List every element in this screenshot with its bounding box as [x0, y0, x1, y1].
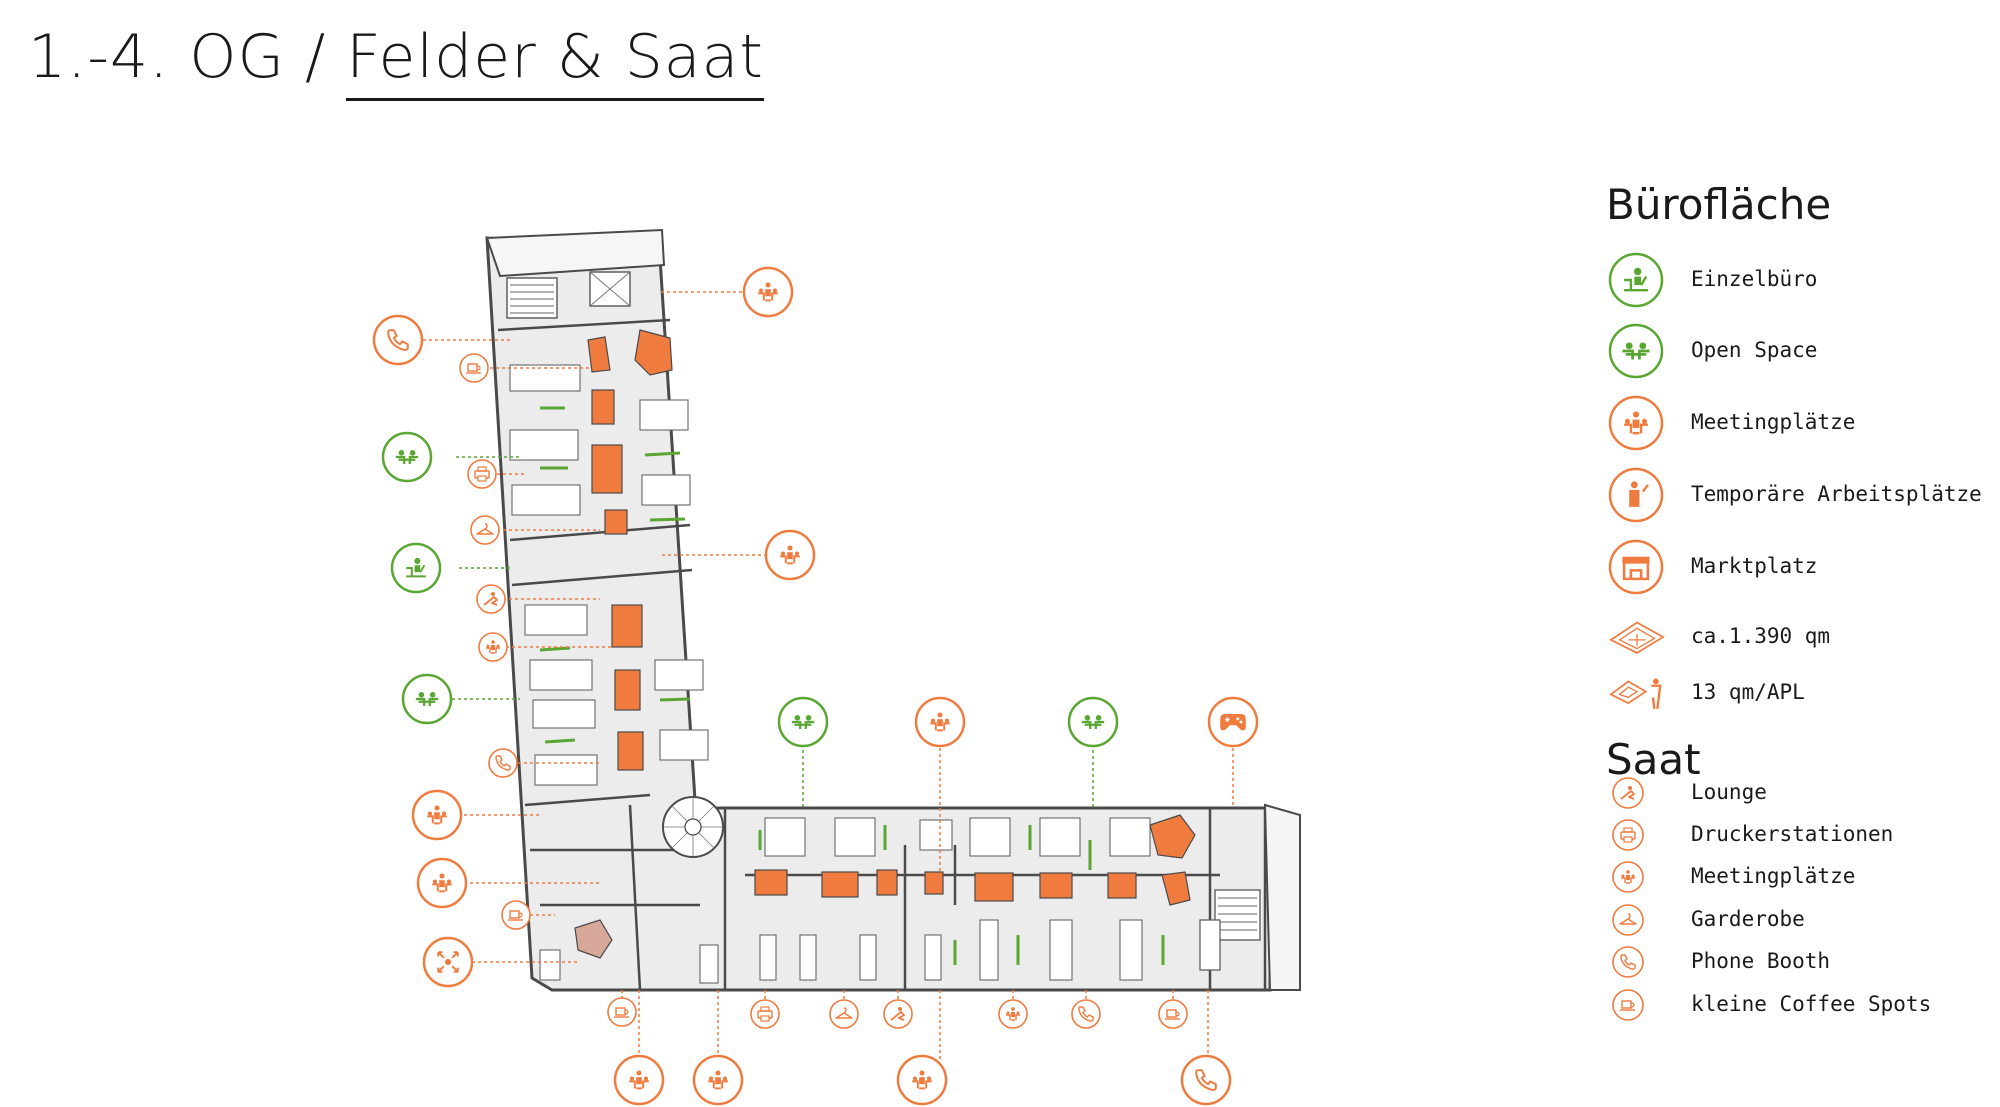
meeting-icon — [998, 999, 1028, 1029]
legend-saat-heading: Saat — [1606, 735, 1701, 784]
coat-hanger-icon — [829, 999, 859, 1029]
single-office-icon — [390, 542, 442, 594]
phone-icon — [1612, 946, 1644, 978]
legend-label: 13 qm/APL — [1691, 680, 1805, 704]
game-controller-icon — [1207, 696, 1259, 748]
callout-lines — [423, 291, 1234, 1060]
title-main: 1.-4. OG / — [28, 22, 347, 92]
legend-label: Einzelbüro — [1691, 267, 1818, 291]
meeting-icon — [742, 266, 794, 318]
marketplace-icon — [1608, 539, 1664, 595]
legend-label: Temporäre Arbeitsplätze — [1691, 482, 1982, 506]
lounge-icon — [1612, 777, 1644, 809]
legend-label: Meetingplätze — [1691, 864, 1856, 888]
phone-icon — [488, 748, 518, 778]
phone-icon — [1071, 999, 1101, 1029]
open-space-icon — [381, 431, 433, 483]
legend-label: Meetingplätze — [1691, 410, 1856, 434]
legend-label: Lounge — [1691, 780, 1767, 804]
meeting-icon — [1612, 861, 1644, 893]
open-space-icon — [1608, 323, 1664, 379]
phone-booth-icon — [1180, 1054, 1232, 1106]
title-sub: Felder & Saat — [346, 22, 764, 101]
legend-label: Open Space — [1691, 338, 1818, 362]
legend-label: ca.1.390 qm — [1691, 624, 1831, 648]
coffee-icon — [1612, 989, 1644, 1021]
printer-icon — [467, 459, 497, 489]
page-title: 1.-4. OG / Felder & Saat — [28, 22, 764, 101]
meeting-icon — [416, 857, 468, 909]
desk-person-icon — [1608, 252, 1664, 308]
open-space-icon — [1067, 696, 1119, 748]
meeting-icon — [914, 696, 966, 748]
legend-label: Phone Booth — [1691, 949, 1831, 973]
plan-markers — [372, 266, 1259, 1106]
lounge-icon — [883, 999, 913, 1029]
legend-label: Druckerstationen — [1691, 822, 1894, 846]
meeting-icon — [692, 1054, 744, 1106]
legend-label: Marktplatz — [1691, 554, 1818, 578]
meeting-icon — [764, 529, 816, 581]
meeting-icon — [478, 632, 508, 662]
coat-hanger-icon — [470, 515, 500, 545]
meeting-icon — [613, 1054, 665, 1106]
coffee-icon — [459, 353, 489, 383]
printer-icon — [1612, 819, 1644, 851]
legend-label: Garderobe — [1691, 907, 1805, 931]
floor-area-icon — [1610, 621, 1664, 654]
meeting-icon — [896, 1054, 948, 1106]
marketplace-arrows-icon — [422, 936, 474, 988]
coffee-icon — [501, 900, 531, 930]
coat-hanger-icon — [1612, 904, 1644, 936]
meeting-icon — [1608, 395, 1664, 451]
printer-icon — [750, 999, 780, 1029]
legend-buero-heading: Bürofläche — [1606, 180, 1832, 229]
phone-booth-icon — [372, 314, 424, 366]
meeting-icon — [411, 789, 463, 841]
open-space-icon — [777, 696, 829, 748]
lounge-icon — [476, 584, 506, 614]
legend-label: kleine Coffee Spots — [1691, 992, 1932, 1016]
temp-workplace-icon — [1608, 467, 1664, 523]
coffee-icon — [607, 997, 637, 1027]
open-space-icon — [401, 673, 453, 725]
building — [485, 228, 1301, 992]
area-per-person-icon — [1609, 677, 1662, 711]
coffee-icon — [1158, 999, 1188, 1029]
